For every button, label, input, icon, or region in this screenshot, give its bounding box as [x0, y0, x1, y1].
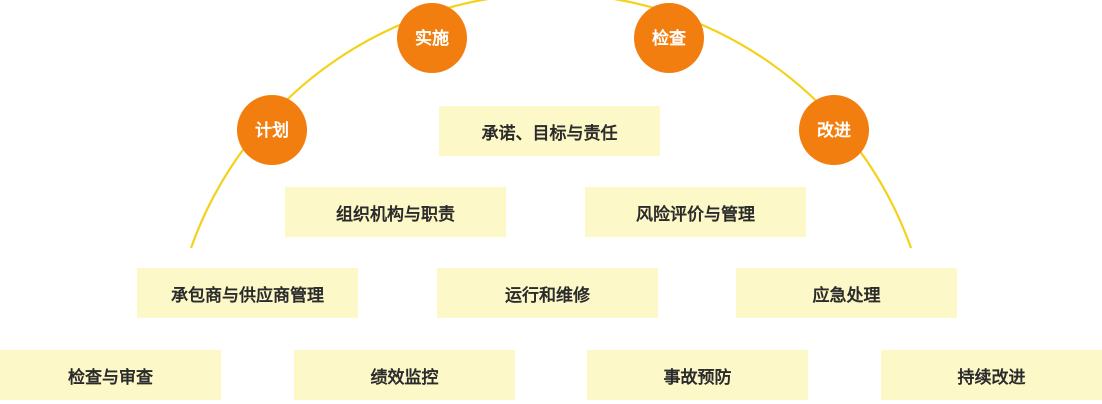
element-commitment: 承诺、目标与责任 [439, 106, 660, 156]
phase-check-circle [634, 3, 704, 73]
element-contractor: 承包商与供应商管理 [137, 268, 358, 318]
phase-plan-label: 计划 [255, 120, 289, 141]
element-organization: 组织机构与职责 [285, 187, 506, 237]
phase-check-label: 检查 [652, 28, 687, 49]
phase-do-label: 实施 [415, 28, 449, 49]
element-operation: 运行和维修 [437, 268, 658, 318]
phase-do-circle [397, 3, 467, 73]
element-emergency: 应急处理 [736, 268, 957, 318]
phase-do: 实施 [397, 3, 467, 73]
phase-act-label: 改进 [817, 120, 851, 141]
phase-act-circle [799, 95, 869, 165]
phase-plan-circle [237, 95, 307, 165]
phase-act: 改进 [799, 95, 869, 165]
element-performance: 绩效监控 [294, 350, 515, 400]
element-inspection: 检查与审查 [0, 350, 221, 400]
phase-check: 检查 [634, 3, 704, 73]
element-prevention: 事故预防 [587, 350, 808, 400]
element-improvement: 持续改进 [881, 350, 1102, 400]
element-risk: 风险评价与管理 [585, 187, 806, 237]
phase-plan: 计划 [237, 95, 307, 165]
